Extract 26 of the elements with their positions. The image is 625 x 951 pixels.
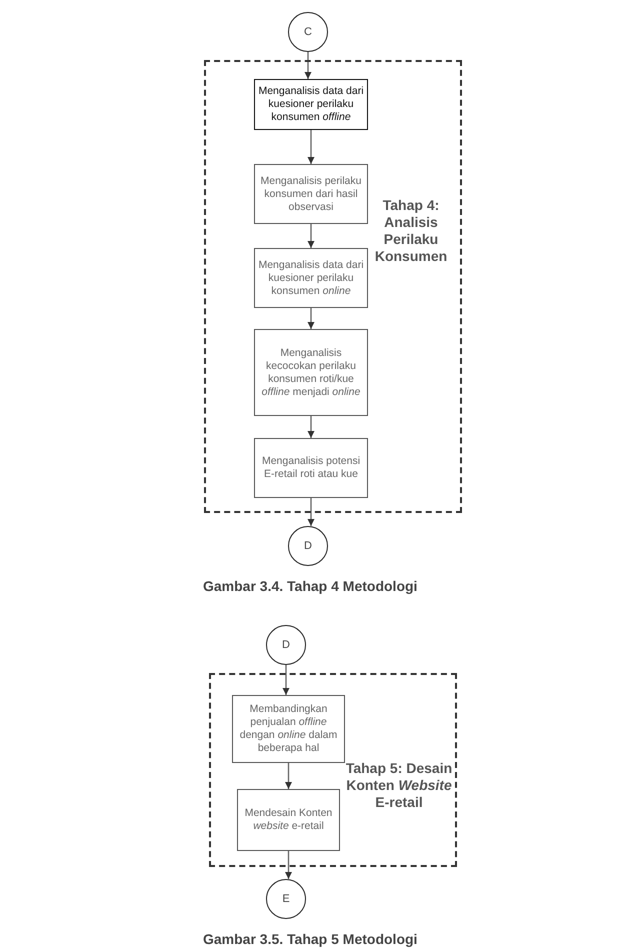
arrow [304, 52, 312, 79]
connector-circle: D [288, 526, 328, 566]
process-box: Menganalisis kecocokan perilaku konsumen roti/kue offline menjadi online [254, 329, 368, 416]
process-box: Menganalisis data dari kuesioner perilaku konsumen online [254, 248, 368, 308]
arrow [308, 498, 314, 526]
connector-circle: C [288, 12, 328, 52]
stage-frame [209, 673, 457, 867]
arrow [308, 416, 314, 438]
arrow [308, 308, 314, 329]
process-box: Menganalisis potensi E-retail roti atau kue [254, 438, 368, 498]
process-box: Mendesain Konten website e-retail [237, 789, 340, 851]
process-box: Membandingkan penjualan offline dengan online dalam beberapa hal [232, 695, 345, 763]
connector-circle: E [266, 879, 306, 919]
figure-caption: Gambar 3.5. Tahap 5 Metodologi [203, 931, 418, 947]
stage-frame [204, 60, 462, 513]
figure-caption: Gambar 3.4. Tahap 4 Metodologi [203, 578, 418, 594]
process-box: Menganalisis perilaku konsumen dari hasil observasi [254, 164, 368, 224]
connector-circle: D [266, 625, 306, 665]
process-box: Menganalisis data dari kuesioner perilaku konsumen offline [254, 79, 368, 130]
arrow [308, 130, 314, 164]
arrow [308, 224, 314, 248]
arrow [285, 851, 292, 879]
stage-label: Tahap 4: Analisis Perilaku Konsumen [374, 197, 448, 265]
arrow [282, 665, 290, 695]
arrow [285, 763, 292, 789]
stage-label: Tahap 5: Desain Konten Website E-retail [344, 760, 454, 811]
